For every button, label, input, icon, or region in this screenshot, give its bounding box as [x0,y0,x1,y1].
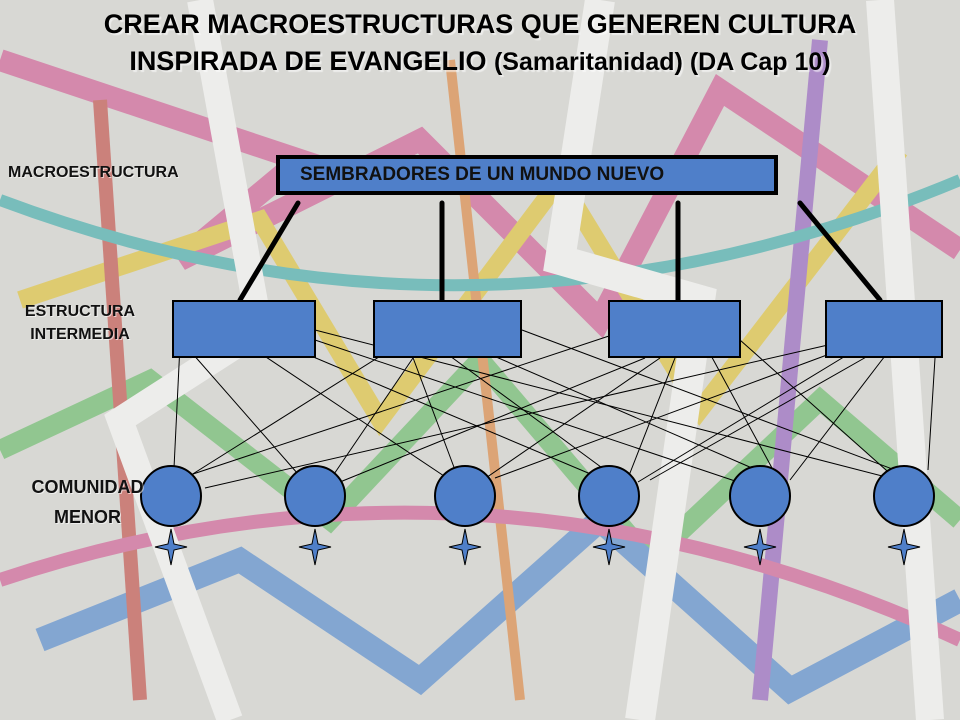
community-connector [789,351,889,481]
level-label-macroestructura: MACROESTRUCTURA [8,164,179,181]
community-nodes [140,465,935,527]
community-connector [521,329,896,471]
macro-connector-4 [797,200,883,303]
community-connector [411,354,456,471]
level-label-intermedia-line-2: INTERMEDIA [30,326,130,343]
four-point-star-icon [154,528,188,566]
community-connector [329,354,416,481]
level-label-comunidad-line-2: MENOR [54,507,121,527]
four-point-star-icon [743,528,777,566]
community-connector [179,354,383,483]
community-node-2 [284,465,346,527]
level-label-intermedia-line-1: ESTRUCTURA [24,303,136,320]
community-connector [649,351,876,481]
level-label-comunidad-menor: COMUNIDAD MENOR [0,472,175,532]
title-line-2: INSPIRADA DE EVANGELIO (Samaritanidad) (… [0,43,960,81]
community-connector [204,344,829,489]
macro-box-label: SEMBRADORES DE UN MUNDO NUEVO [300,164,665,185]
macro-connectors [237,200,883,303]
community-connector [339,357,646,483]
community-connector [707,349,773,469]
community-connector [284,344,601,479]
community-connector [189,334,613,476]
community-connector [314,339,739,483]
community-connector [739,339,896,479]
community-connector [434,344,606,471]
community-connector [479,357,661,483]
community-connector [247,344,451,481]
four-point-star-icon [298,528,332,566]
level-label-estructura-intermedia: ESTRUCTURA INTERMEDIA [4,300,156,346]
community-connector [927,357,936,471]
level-label-comunidad-line-1: COMUNIDAD [31,477,144,497]
community-connector [494,351,836,479]
community-node-1 [140,465,202,527]
community-connector [627,357,676,479]
macro-box: SEMBRADORES DE UN MUNDO NUEVO [276,155,778,195]
community-connector [173,344,181,469]
star-icons [154,528,921,566]
title-line-2-parenthetical: (Samaritanidad) (DA Cap 10) [493,48,831,76]
community-connectors [173,329,936,489]
community-connector [637,351,853,483]
title-line-1: CREAR MACROESTRUCTURAS QUE GENEREN CULTU… [103,9,857,39]
intermediate-box-2 [373,300,522,358]
community-node-3 [434,465,496,527]
intermediate-box-4 [825,300,943,358]
community-node-4 [578,465,640,527]
community-connector [184,344,306,483]
four-point-star-icon [448,528,482,566]
intermediate-box-1 [172,300,316,358]
community-node-6 [873,465,935,527]
community-node-5 [729,465,791,527]
macro-connector-1 [237,200,301,303]
four-point-star-icon [592,528,626,566]
title-line-2-main: INSPIRADA DE EVANGELIO [129,46,494,76]
slide-title: CREAR MACROESTRUCTURAS QUE GENEREN CULTU… [0,6,960,81]
four-point-star-icon [887,528,921,566]
intermediate-box-3 [608,300,741,358]
